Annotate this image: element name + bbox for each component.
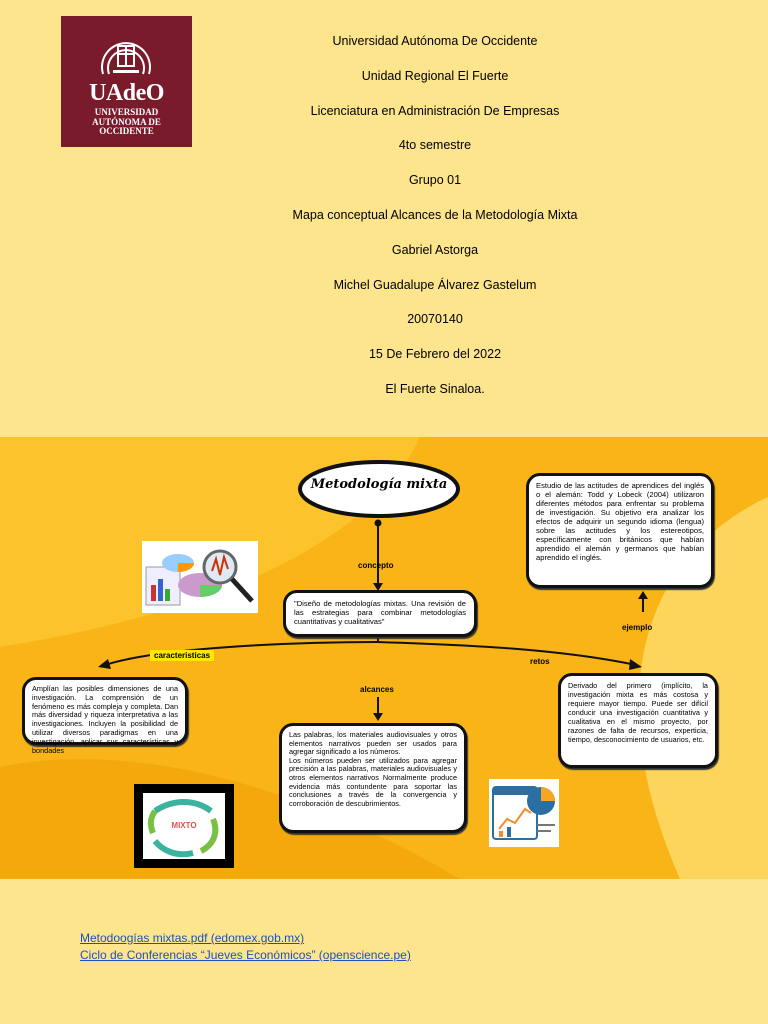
concept-map-panel: Metodología mixta concepto caracteristic… [0,437,768,879]
reference-link-openscience[interactable]: Ciclo de Conferencias “Jueves Económicos… [80,948,411,962]
title-ellipse [298,460,460,518]
cycle-arrows-icon [147,799,219,858]
dashboard-chart-icon [492,786,555,840]
example-box: Estudio de las actitudes de aprendices d… [526,473,714,588]
header-program: Licenciatura en Administración De Empres… [310,103,560,118]
label-ejemplo: ejemplo [622,623,653,632]
scope-text-1: Las palabras, los materiales audiovisual… [289,730,457,757]
label-retos: retos [530,657,550,666]
header-teacher: Gabriel Astorga [391,242,479,257]
header-campus: Unidad Regional El Fuerte [361,68,509,83]
header-student: Michel Guadalupe Álvarez Gastelum [333,277,537,292]
mixed-diagram-image: MIXTO [134,784,234,868]
charts-magnifier-image [142,541,258,613]
header-student-id: 20070140 [407,312,463,327]
challenges-box: Derivado del primero (implícito, la inve… [558,673,718,768]
label-caracteristicas: caracteristicas [150,650,215,661]
header-group: Grupo 01 [408,173,462,188]
scope-box: Las palabras, los materiales audiovisual… [279,723,467,833]
header-date: 15 De Febrero del 2022 [368,347,502,362]
label-alcances: alcances [360,685,394,694]
university-seal-icon [101,42,151,75]
magnifier-chart-icon [145,549,254,606]
cover-header: Universidad Autónoma De Occidente Unidad… [200,32,670,415]
reference-link-edomex[interactable]: Metodoogías mixtas.pdf (edomex.gob.mx) [80,931,305,945]
header-location: El Fuerte Sinaloa. [385,381,485,396]
references: Metodoogías mixtas.pdf (edomex.gob.mx) C… [80,930,411,964]
header-semester: 4to semestre [398,138,472,153]
concept-box: "Diseño de metodologías mixtas. Una revi… [283,590,477,637]
header-university: Universidad Autónoma De Occidente [332,34,538,48]
characteristics-box: Amplían las posibles dimensiones de una … [22,677,188,754]
header-assignment: Mapa conceptual Alcances de la Metodolog… [292,207,578,222]
map-title: Metodología mixta [310,477,448,492]
scope-text-2: Los números pueden ser utilizados para a… [289,755,457,808]
logo-name: UAdeO [89,80,164,106]
dashboard-image [489,779,559,847]
diagram-center-label: MIXTO [171,821,197,830]
label-concepto: concepto [358,561,394,570]
